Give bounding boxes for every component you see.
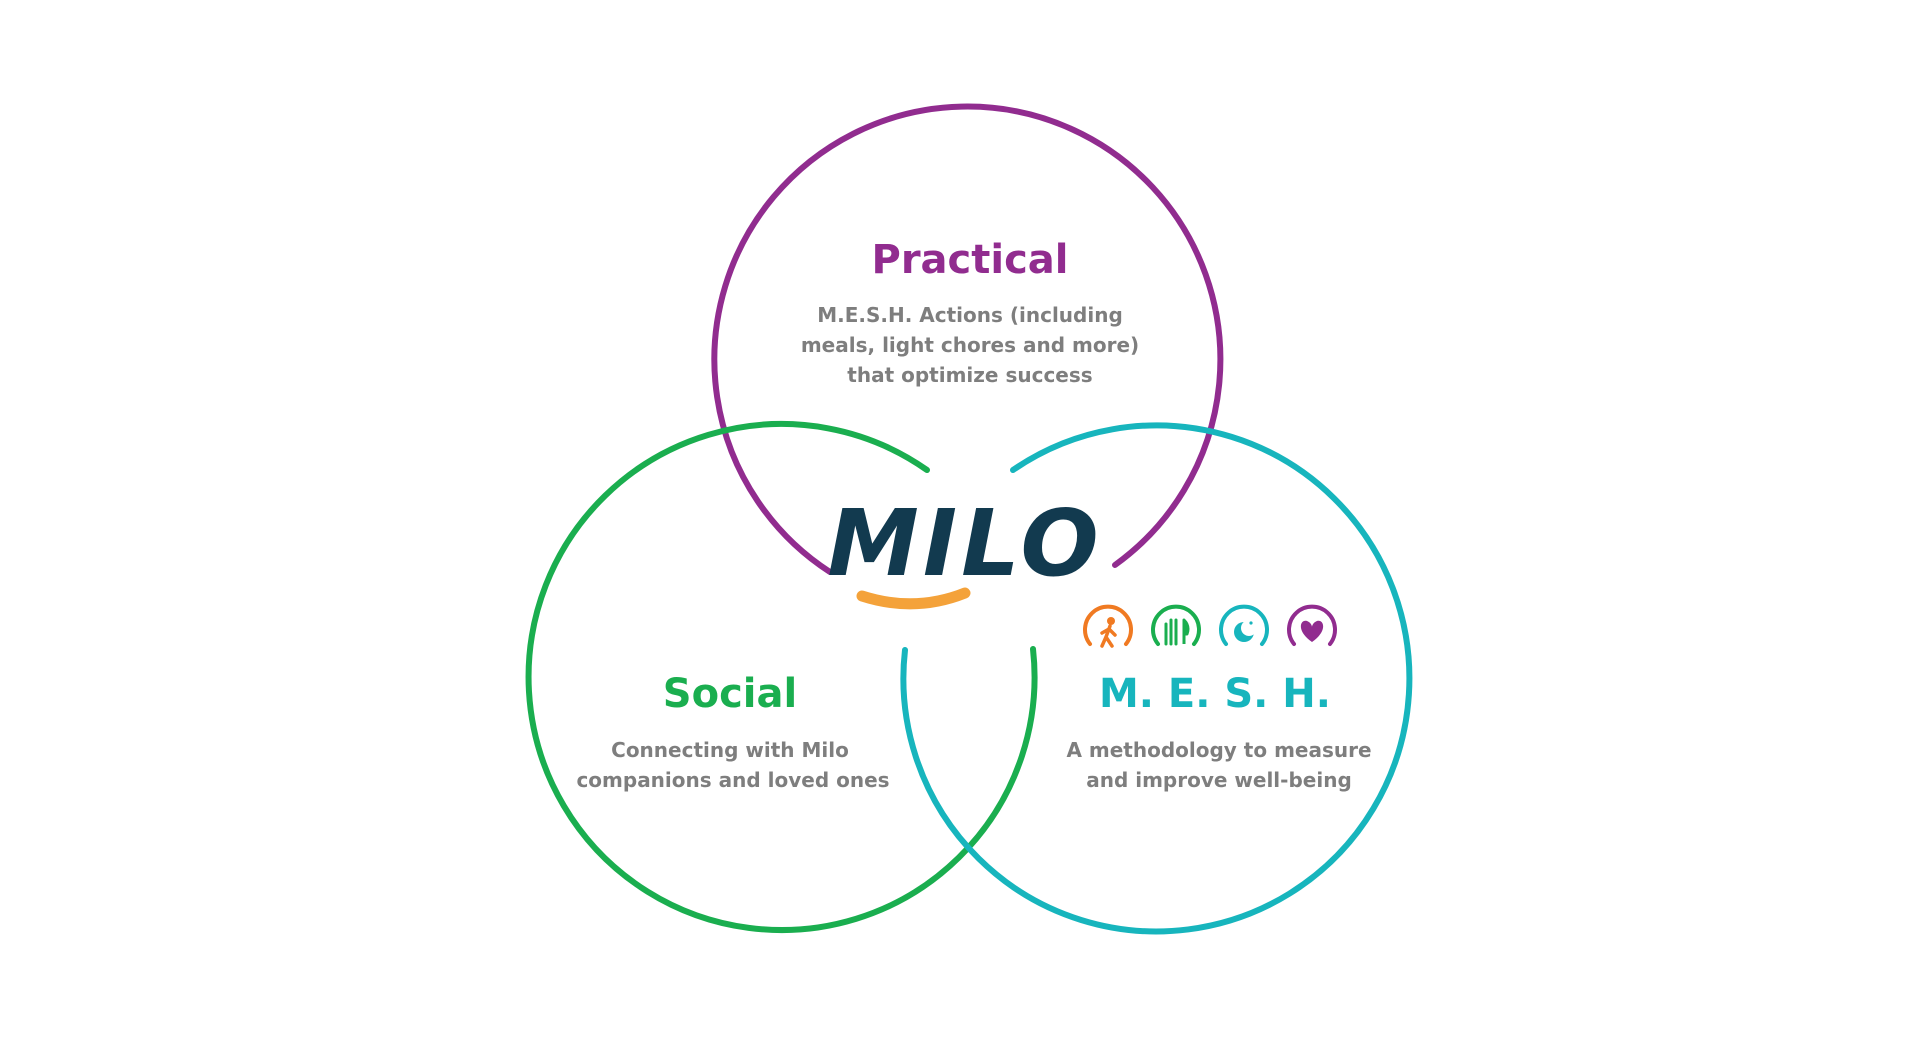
fork-knife-icon bbox=[1151, 604, 1201, 646]
social-title: Social bbox=[663, 671, 797, 717]
practical-circle bbox=[711, 103, 1224, 575]
milo-logo: MILO bbox=[827, 490, 1102, 610]
social-desc-line-2: companions and loved ones bbox=[576, 768, 889, 792]
mesh-title: M. E. S. H. bbox=[1099, 671, 1331, 717]
mesh-circle bbox=[900, 422, 1413, 935]
practical-desc-line-1: M.E.S.H. Actions (including bbox=[817, 303, 1123, 327]
practical-title: Practical bbox=[872, 237, 1069, 283]
practical-desc-line-2: meals, light chores and more) bbox=[801, 333, 1139, 357]
mesh-desc-line-1: A methodology to measure bbox=[1066, 738, 1371, 762]
walking-person-icon bbox=[1083, 604, 1133, 648]
heart-icon bbox=[1287, 604, 1337, 646]
moon-icon bbox=[1219, 604, 1269, 646]
social-circle bbox=[525, 421, 1038, 934]
social-desc-line-1: Connecting with Milo bbox=[611, 738, 849, 762]
practical-desc-line-3: that optimize success bbox=[847, 363, 1092, 387]
logo-smile bbox=[856, 587, 971, 610]
milo-logo-text: MILO bbox=[827, 490, 1102, 597]
mesh-desc-line-2: and improve well-being bbox=[1086, 768, 1352, 792]
